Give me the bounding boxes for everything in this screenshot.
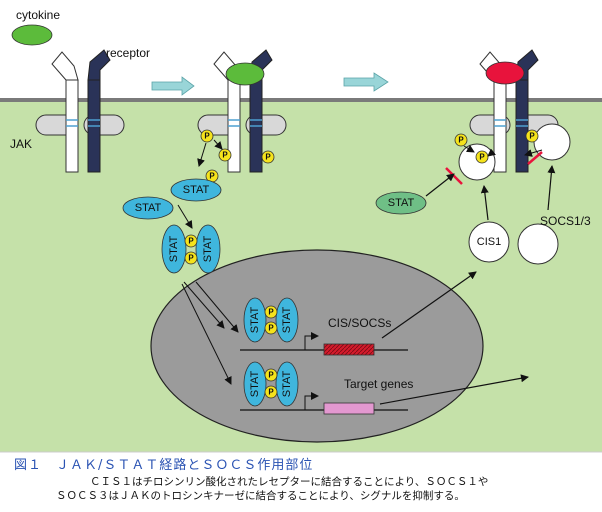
stat-floating-2: STAT: [122, 196, 174, 220]
svg-text:STAT: STAT: [168, 235, 180, 262]
receptor-arm-light: [51, 51, 79, 81]
svg-text:P: P: [529, 132, 535, 141]
stat-floating-1: STAT: [170, 178, 222, 202]
cytokine-label: cytokine: [16, 8, 60, 22]
socs13-protein: [517, 223, 559, 265]
receptor-group-3: P P P: [445, 49, 571, 185]
target-genes-label: Target genes: [344, 377, 413, 391]
svg-text:P: P: [222, 151, 228, 160]
svg-text:P: P: [268, 371, 274, 380]
svg-text:STAT: STAT: [388, 197, 415, 209]
cis-socs-label: CIS/SOCSs: [328, 316, 391, 330]
svg-text:P: P: [188, 254, 194, 263]
stat-dimer-cytoplasm: STAT STAT P P: [161, 224, 221, 274]
svg-text:P: P: [265, 153, 271, 162]
caption-line-2: ＳＯＣＳ３はＪＡＫのトロシンキナーゼに結合することにより、シグナルを抑制する。: [56, 490, 465, 502]
svg-text:STAT: STAT: [281, 306, 293, 333]
svg-text:STAT: STAT: [249, 370, 261, 397]
receptor-arm-dark: [87, 49, 111, 81]
receptor-group-2: [197, 49, 287, 173]
cis1-protein: CIS1: [468, 221, 510, 263]
svg-text:P: P: [268, 388, 274, 397]
cis-socs-gene: [323, 343, 375, 356]
jak-label: JAK: [10, 137, 32, 151]
nucleus: [150, 249, 484, 443]
receptor-label: receptor: [106, 46, 150, 60]
svg-text:STAT: STAT: [183, 184, 210, 196]
stat-free-right: STAT: [375, 191, 427, 215]
receptor-group-1: [35, 49, 125, 173]
step-arrow-1: [151, 76, 195, 96]
svg-text:P: P: [268, 308, 274, 317]
svg-text:P: P: [458, 136, 464, 145]
svg-text:P: P: [268, 324, 274, 333]
svg-text:P: P: [209, 172, 215, 181]
figure-caption: 図１ ＪＡＫ/ＳＴＡＴ経路とＳＯＣＳ作用部位 ＣＩＳ１はチロシンリン酸化されたレ…: [0, 452, 602, 512]
svg-text:STAT: STAT: [249, 306, 261, 333]
cytokine-legend-icon: [11, 24, 53, 46]
svg-text:CIS1: CIS1: [477, 236, 501, 248]
bound-cytokine-red: [485, 61, 525, 85]
svg-text:P: P: [479, 153, 485, 162]
step-arrow-2: [343, 72, 389, 92]
target-gene: [323, 402, 375, 415]
svg-text:P: P: [204, 132, 210, 141]
inhibit-bar-right: [527, 151, 543, 165]
svg-text:P: P: [188, 237, 194, 246]
svg-text:STAT: STAT: [202, 235, 214, 262]
caption-line-1: ＣＩＳ１はチロシンリン酸化されたレセプターに結合することにより、ＳＯＣＳ１や: [90, 476, 489, 488]
stat-dimer-nucleus-1: STAT STAT P P: [243, 297, 299, 343]
stat-dimer-nucleus-2: STAT STAT P P: [243, 361, 299, 407]
socs13-label: SOCS1/3: [540, 214, 591, 228]
svg-text:STAT: STAT: [281, 370, 293, 397]
cis-bound-circle: [458, 143, 496, 181]
caption-title: 図１ ＪＡＫ/ＳＴＡＴ経路とＳＯＣＳ作用部位: [14, 458, 314, 473]
bound-cytokine-green: [225, 62, 265, 86]
svg-text:STAT: STAT: [135, 202, 162, 214]
phospho-group-2: P P P P: [200, 129, 275, 183]
